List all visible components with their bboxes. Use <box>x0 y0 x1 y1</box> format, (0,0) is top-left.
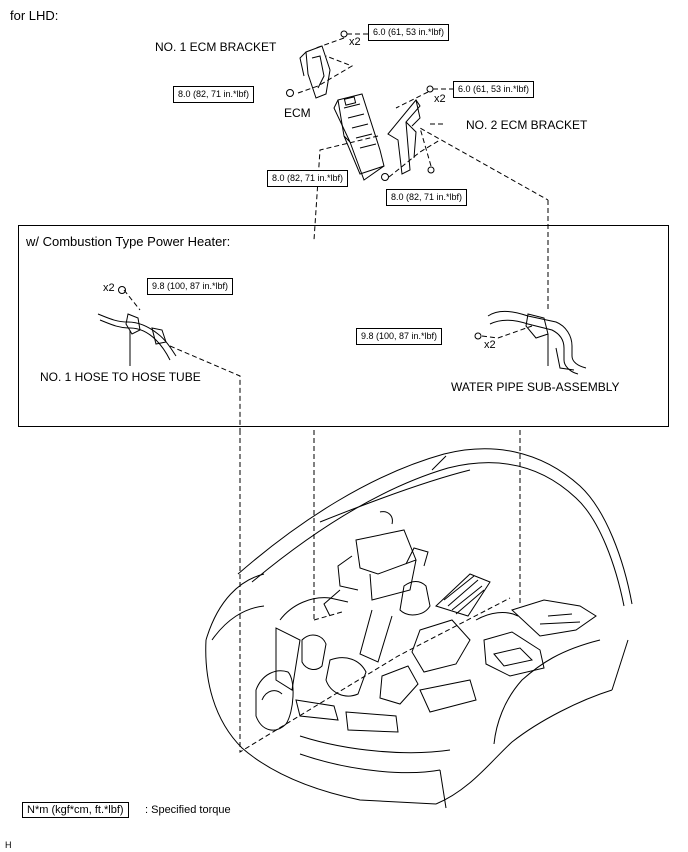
torque-spec-no1-bracket-bolt: 6.0 (61, 53 in.*lbf) <box>368 24 450 41</box>
vehicle-guide-lines <box>239 430 521 753</box>
torque-spec-no1-bracket-nut: 8.0 (82, 71 in.*lbf) <box>173 86 255 103</box>
no1-hose-drawing <box>97 286 177 366</box>
fasteners <box>286 30 435 181</box>
no2-ecm-bracket-label: NO. 2 ECM BRACKET <box>466 118 588 132</box>
illustration-code: H <box>5 840 12 850</box>
combustion-heater-inset <box>18 225 669 427</box>
ecm-label: ECM <box>284 106 311 120</box>
no2-ecm-bracket-drawing <box>387 99 421 175</box>
no1-ecm-bracket-drawing <box>299 45 331 99</box>
quantity-no2-bracket-bolt: x2 <box>434 93 446 105</box>
inset-title: w/ Combustion Type Power Heater: <box>26 234 231 249</box>
variant-heading: for LHD: <box>10 8 59 23</box>
quantity-no1-bracket-bolt: x2 <box>349 36 361 48</box>
torque-spec-no2-bracket-bolt: 6.0 (61, 53 in.*lbf) <box>453 81 535 98</box>
torque-spec-ecm-nut: 8.0 (82, 71 in.*lbf) <box>267 170 349 187</box>
quantity-water-pipe-bolt: x2 <box>484 339 496 351</box>
water-pipe-guide-lines <box>481 200 549 339</box>
vehicle-drawing <box>205 448 633 809</box>
torque-spec-water-pipe-bolt: 9.8 (100, 87 in.*lbf) <box>356 328 443 345</box>
torque-spec-no2-bracket-bolt-lower: 8.0 (82, 71 in.*lbf) <box>386 189 468 206</box>
water-pipe-drawing <box>474 310 587 375</box>
torque-legend-text: : Specified torque <box>145 804 231 816</box>
ecm-drawing <box>333 93 385 181</box>
water-pipe-label: WATER PIPE SUB-ASSEMBLY <box>451 380 620 394</box>
no1-hose-guide-lines <box>123 289 241 430</box>
no1-ecm-bracket-label: NO. 1 ECM BRACKET <box>155 40 277 54</box>
no1-hose-label: NO. 1 HOSE TO HOSE TUBE <box>40 370 201 384</box>
torque-spec-hose-bolt: 9.8 (100, 87 in.*lbf) <box>147 278 234 295</box>
quantity-hose-bolt: x2 <box>103 282 115 294</box>
torque-unit-legend-box: N*m (kgf*cm, ft.*lbf) <box>22 802 129 818</box>
